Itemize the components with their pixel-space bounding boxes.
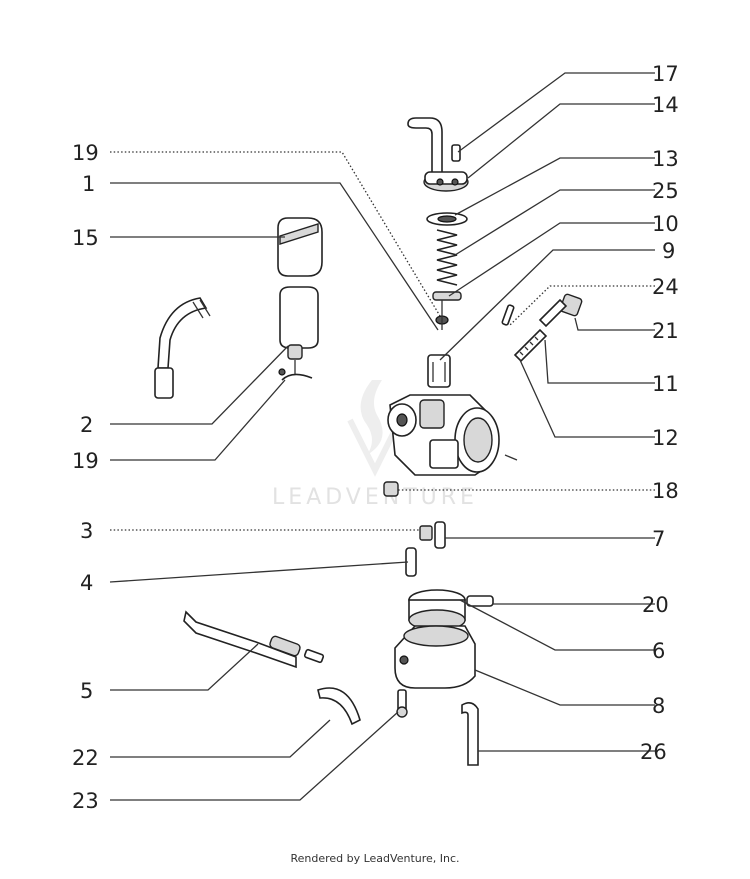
callout-8: 8 [652, 694, 665, 718]
part-screw-23 [396, 689, 408, 718]
part-drain-hose [461, 701, 479, 766]
callout-23: 23 [72, 789, 99, 813]
callout-19-bottom: 19 [72, 449, 99, 473]
callout-22: 22 [72, 746, 99, 770]
callout-21: 21 [652, 319, 679, 343]
callout-17: 17 [652, 62, 679, 86]
part-choke-tube [407, 117, 443, 175]
callout-19-top: 19 [72, 141, 99, 165]
callout-4: 4 [80, 571, 93, 595]
callout-5: 5 [80, 679, 93, 703]
callout-24: 24 [652, 275, 679, 299]
callout-20: 20 [642, 593, 669, 617]
part-clip-19 [278, 368, 313, 381]
part-choke-cap [277, 217, 323, 277]
callout-2: 2 [80, 413, 93, 437]
callout-15: 15 [72, 226, 99, 250]
callout-1: 1 [82, 172, 95, 196]
part-top-cap [423, 144, 469, 192]
part-jet-18 [383, 481, 399, 497]
callout-6: 6 [652, 639, 665, 663]
callout-numbers: 17 14 19 13 1 25 10 15 9 24 21 11 2 12 1… [72, 62, 679, 813]
part-gasket [426, 212, 468, 226]
callout-11: 11 [652, 372, 679, 396]
callout-9: 9 [662, 239, 675, 263]
callout-14: 14 [652, 93, 679, 117]
part-float [408, 589, 494, 631]
callout-13: 13 [652, 147, 679, 171]
footer-credit: Rendered by LeadVenture, Inc. [290, 852, 460, 865]
part-clamp [317, 687, 361, 726]
callout-12: 12 [652, 426, 679, 450]
part-choke-cable [183, 610, 325, 669]
part-jet-7 [434, 521, 446, 549]
callout-26: 26 [640, 740, 667, 764]
part-carburetor-body [387, 394, 518, 476]
callout-10: 10 [652, 212, 679, 236]
callout-25: 25 [652, 179, 679, 203]
part-spring [432, 229, 462, 301]
part-needle-clip [435, 300, 449, 330]
part-jet-3 [419, 525, 433, 541]
callout-3: 3 [80, 519, 93, 543]
callout-18: 18 [652, 479, 679, 503]
leader-lines [109, 72, 655, 801]
part-float-bowl [394, 625, 476, 689]
callout-7: 7 [652, 527, 665, 551]
part-choke-plunger [154, 286, 319, 399]
part-slide-valve [427, 354, 451, 388]
part-idle-screw [501, 293, 583, 363]
watermark: LEADVENTURE [272, 380, 478, 510]
watermark-text: LEADVENTURE [272, 485, 478, 510]
